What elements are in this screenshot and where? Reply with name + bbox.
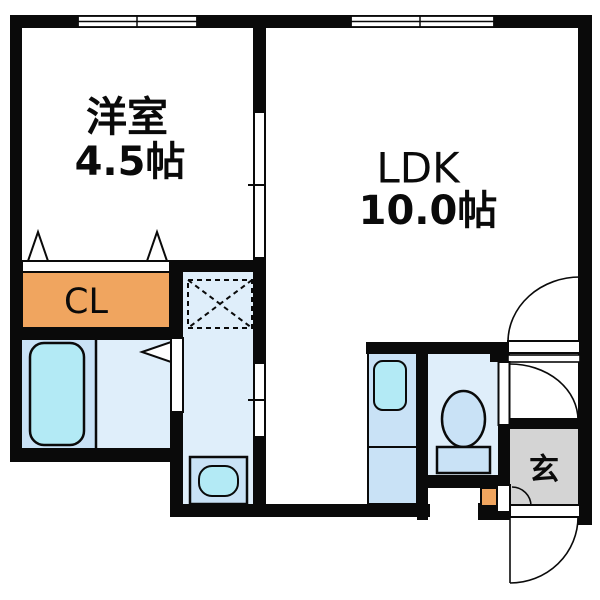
entrance-door-swing-icon xyxy=(509,504,581,584)
wall-corridor-top xyxy=(170,260,266,272)
toilet-door-swing-icon xyxy=(497,361,579,426)
wall-corridor-right-lower xyxy=(253,437,266,517)
labels: 洋室 4.5帖 LDK 10.0帖 CL 玄 xyxy=(64,93,559,488)
closet-door-peak-left-icon xyxy=(26,228,50,262)
entrance-label: 玄 xyxy=(529,453,559,488)
western-room-label: 洋室 xyxy=(86,93,168,141)
washing-machine-space-icon xyxy=(187,279,253,329)
openings xyxy=(77,15,581,584)
fixtures xyxy=(28,279,492,506)
wall-kitchen-top xyxy=(366,342,500,354)
wall-toilet-right-top xyxy=(490,342,510,362)
ldk-label: LDK xyxy=(376,144,461,193)
wall-bottom xyxy=(172,504,430,517)
ldk-size: 10.0帖 xyxy=(359,188,498,234)
wall-toilet-right-lower xyxy=(498,425,510,487)
window-western-room-icon xyxy=(77,15,198,28)
entrance-inner-door-icon xyxy=(496,484,532,513)
wall-left xyxy=(10,15,22,462)
wall-toilet-bottom xyxy=(417,475,500,488)
wall-cl-right xyxy=(170,260,183,340)
sliding-door-bedroom-icon xyxy=(248,111,266,259)
wall-corridor-left-lower xyxy=(170,412,183,517)
wall-corridor-right-upper xyxy=(253,272,266,363)
bathroom-door-icon xyxy=(138,337,184,413)
western-room-size: 4.5帖 xyxy=(75,139,186,185)
bathtub-icon xyxy=(28,341,86,447)
meter-box-icon xyxy=(480,487,499,507)
wall-right xyxy=(578,15,592,525)
closet-door-bar xyxy=(21,260,171,273)
closet-block xyxy=(21,228,171,329)
toilet-icon xyxy=(435,389,492,475)
wall-toilet-left xyxy=(417,354,428,520)
wall-bathroom-bottom xyxy=(10,448,183,462)
window-ldk-icon xyxy=(350,15,495,28)
wall-cl-bottom xyxy=(10,328,183,340)
entrance-floor xyxy=(510,429,580,507)
kitchen-counter-icon xyxy=(367,352,418,505)
wall-divider-upper xyxy=(253,15,266,112)
closet-label: CL xyxy=(64,282,108,322)
wall-entrance-top-edge xyxy=(508,418,580,429)
closet-area xyxy=(21,271,171,329)
ldk-door-swing-icon xyxy=(507,276,581,363)
washbasin-icon xyxy=(188,455,249,506)
sliding-door-corridor-icon xyxy=(248,362,266,438)
closet-door-peak-right-icon xyxy=(145,228,169,262)
